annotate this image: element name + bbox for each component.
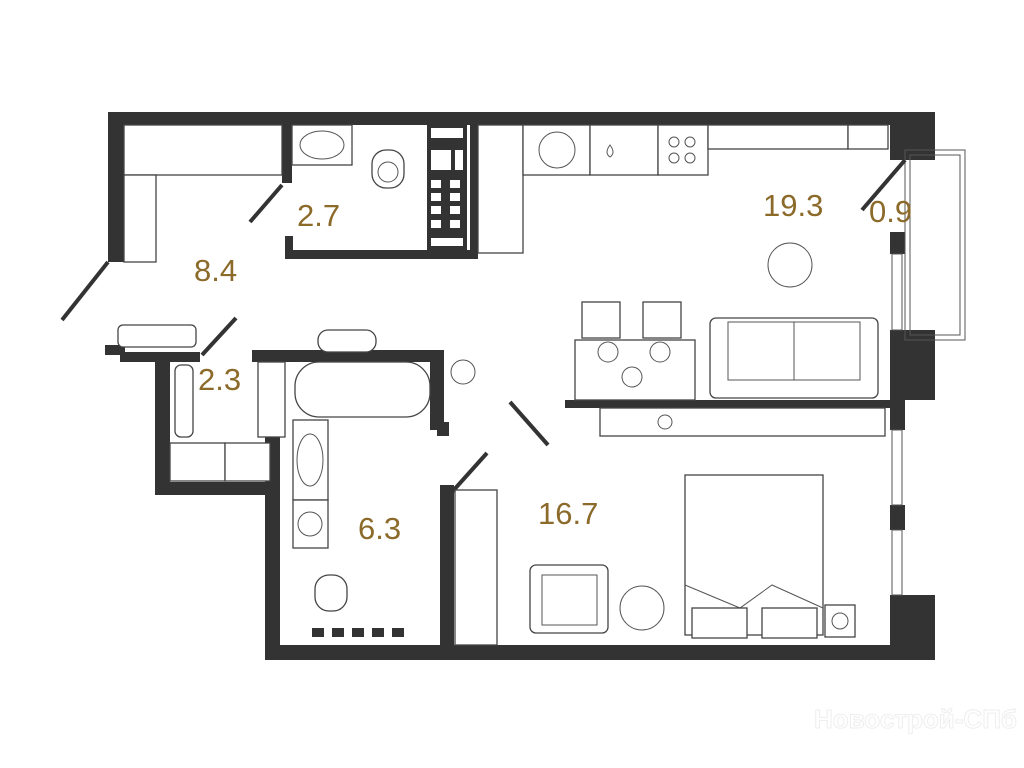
area-kitchen-living: 19.3: [763, 188, 823, 223]
cleaning-supplies-icon: [169, 442, 226, 482]
shoe-rack-icon: [123, 174, 157, 263]
area-bathroom: 6.3: [358, 511, 401, 546]
cooktop-icon: [657, 124, 709, 176]
watermark: Новострой-СПб: [814, 704, 1017, 734]
dishwasher-icon: [589, 124, 659, 176]
plant-icon: [450, 359, 476, 385]
fridge-icon: [477, 124, 524, 254]
area-storage: 2.3: [198, 362, 241, 397]
bathtub-icon: [294, 361, 431, 418]
bench-icon: [117, 324, 197, 348]
rug-icon: [619, 585, 665, 631]
area-hallway: 8.4: [194, 253, 237, 288]
dining-table-icon: [574, 339, 696, 401]
walls: [105, 112, 966, 660]
area-balcony: 0.9: [869, 194, 912, 229]
area-labels: 8.4 2.7 19.3 0.9 2.3 6.3 16.7: [194, 188, 912, 546]
furniture: [117, 124, 889, 646]
radiator-icon: [847, 124, 889, 150]
armchair-icon: [529, 564, 609, 634]
ironing-board-icon: [174, 364, 194, 438]
wardrobe-icon: [454, 489, 498, 646]
vacuum-icon: [224, 442, 271, 482]
washbasin-icon: [317, 329, 377, 353]
countertop-icon: [707, 124, 849, 150]
shoe-rack-icon: [257, 361, 286, 438]
chair-icon: [581, 301, 621, 339]
area-toilet: 2.7: [297, 198, 340, 233]
sink-icon: [291, 124, 353, 166]
area-bedroom: 16.7: [538, 496, 598, 531]
tv-unit-icon: [599, 407, 886, 437]
doors: [60, 158, 907, 494]
rug-icon: [767, 242, 813, 288]
nightstand-icon: [824, 604, 856, 638]
pillow-icon: [761, 607, 818, 639]
kitchen-sink-icon: [522, 124, 591, 176]
sink-icon: [292, 419, 329, 501]
chair-icon: [642, 301, 682, 339]
toilet-icon: [314, 574, 348, 612]
wardrobe-icon: [123, 124, 283, 176]
pillow-icon: [691, 607, 748, 639]
